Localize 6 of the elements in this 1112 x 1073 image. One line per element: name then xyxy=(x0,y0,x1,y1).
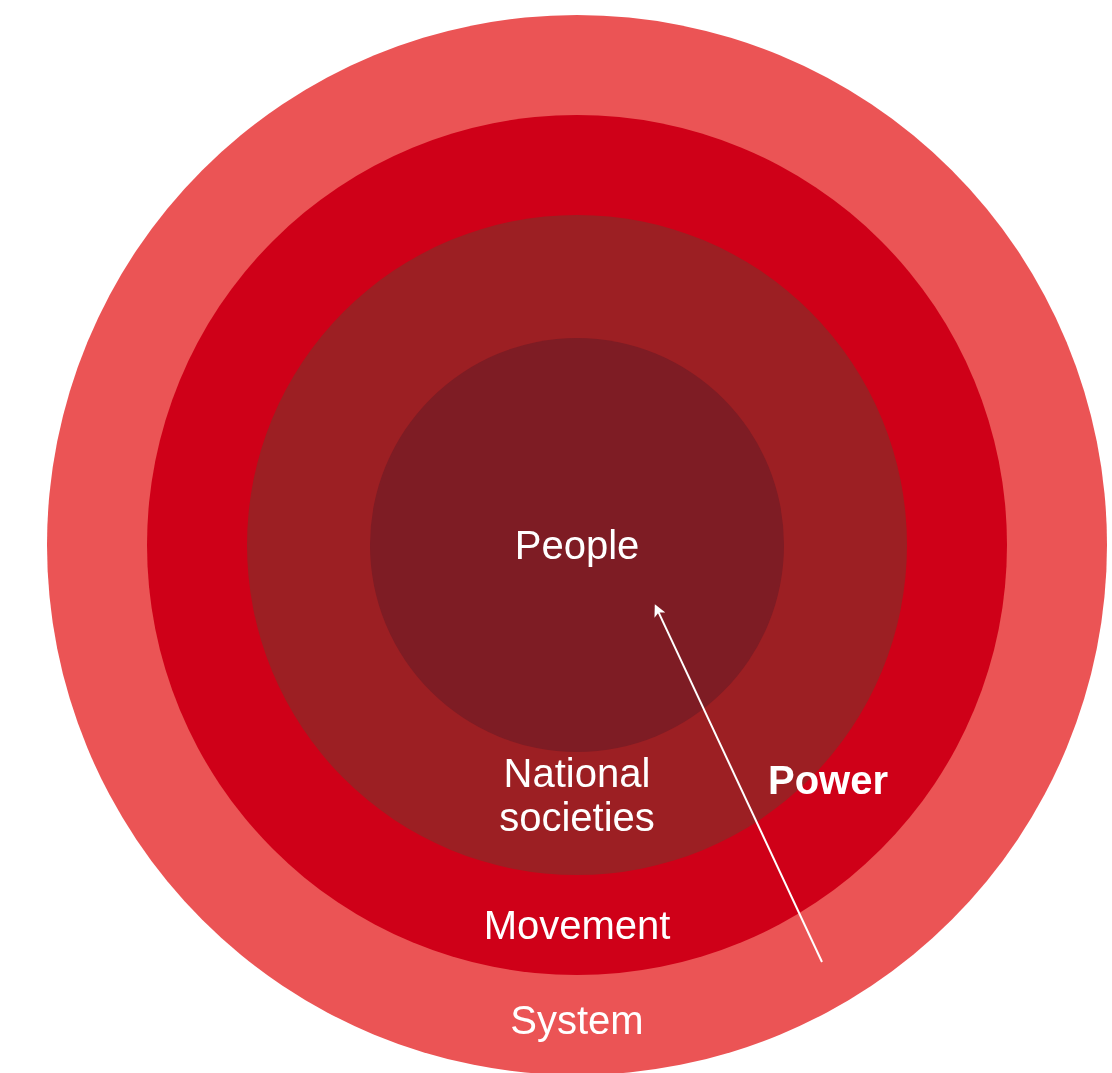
ring-label: People xyxy=(513,523,641,567)
ring-label: System xyxy=(509,998,645,1042)
arrow xyxy=(654,604,823,963)
ring-label: National societies xyxy=(498,751,656,839)
ring-label: Movement xyxy=(482,903,672,947)
edge-label: Power xyxy=(768,760,889,800)
